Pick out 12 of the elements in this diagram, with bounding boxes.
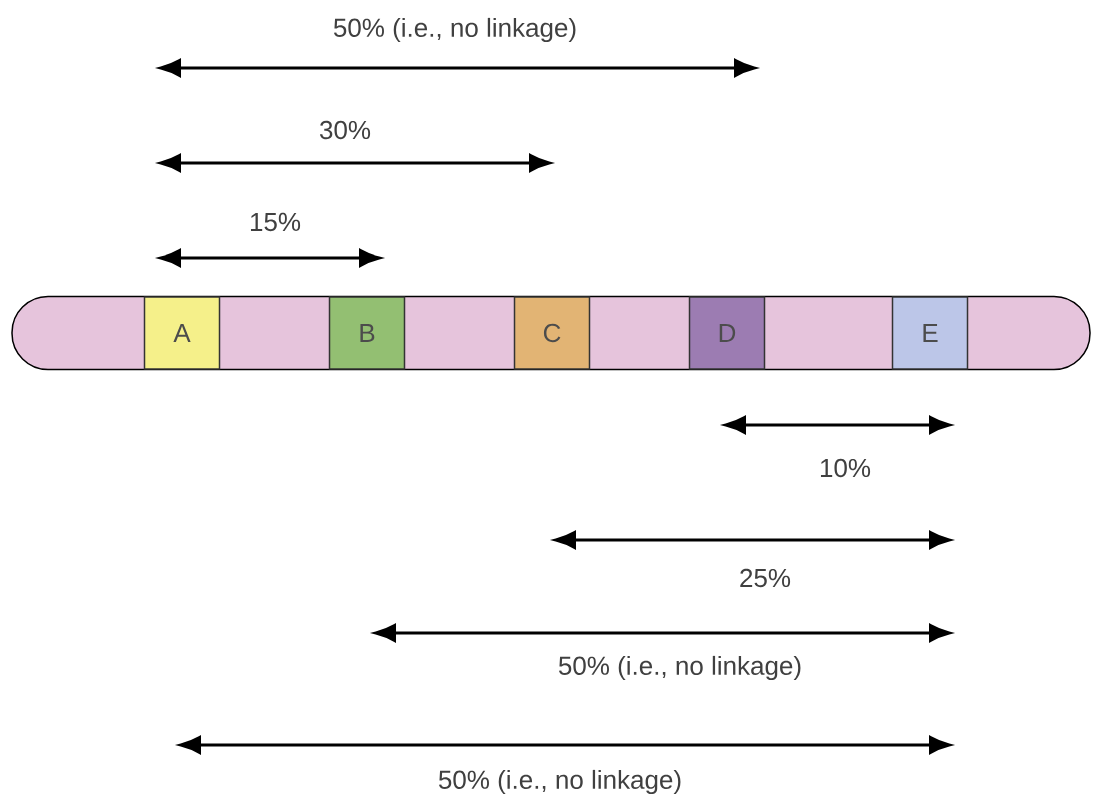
distance-label: 30% (320, 120, 371, 140)
gene-box: E (891, 296, 969, 370)
gene-box: A (143, 296, 221, 370)
distance-label: 50% (i.e., no linkage) (558, 655, 801, 681)
gene-box: B (328, 296, 406, 370)
distance-label: 10% (820, 458, 871, 478)
gene-box: C (513, 296, 591, 370)
distance-label: 50% (i.e., no linkage) (333, 17, 576, 43)
distance-label: 15% (250, 212, 301, 232)
gene-box: D (688, 296, 766, 370)
distance-label: 50% (i.e., no linkage) (438, 769, 681, 795)
distance-label: 25% (740, 568, 791, 588)
